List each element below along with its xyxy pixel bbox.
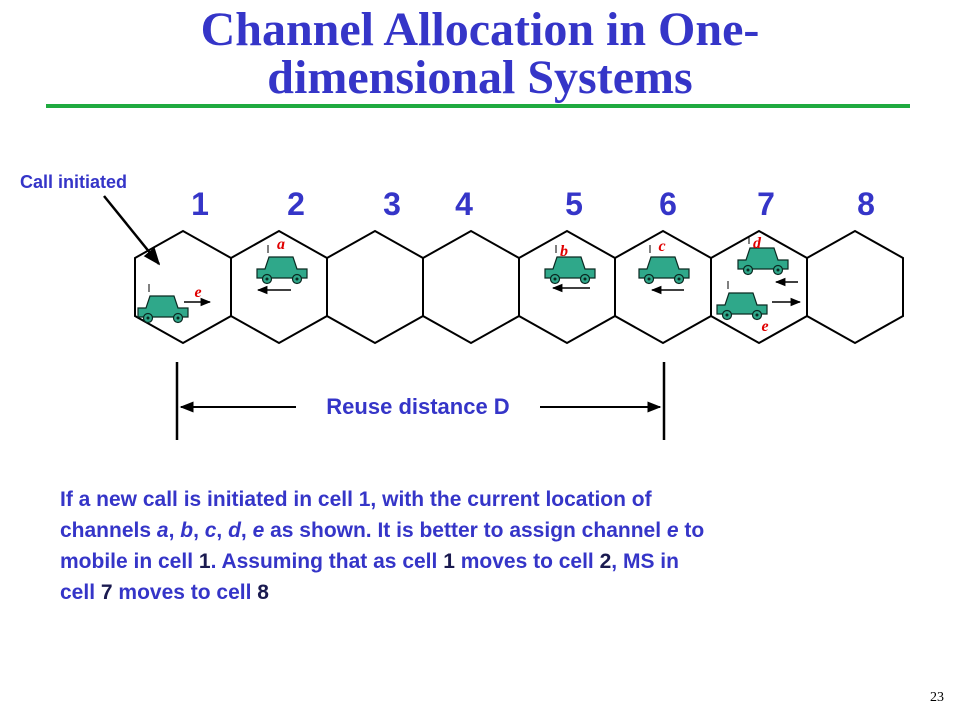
description-line-3: mobile in cell 1. Assuming that as cell … <box>60 550 679 573</box>
channel-label-b: b <box>560 243 568 260</box>
channel-label-e-cell-7: e <box>761 318 769 335</box>
page-number: 23 <box>930 690 944 705</box>
title-line-1: Channel Allocation in One- <box>200 3 760 56</box>
channel-label-e-cell-1: e <box>194 284 202 301</box>
call-pointer-arrow <box>103 195 161 266</box>
mobile-e-cell-1 <box>137 283 189 324</box>
cell-number-4: 4 <box>455 186 473 222</box>
description-line-2: channels a, b, c, d, e as shown. It is b… <box>60 519 705 542</box>
channel-label-c: c <box>658 238 666 255</box>
description-text: If a new call is initiated in cell 1, wi… <box>60 484 920 608</box>
cell-number-7: 7 <box>757 186 775 222</box>
call-initiated-label: Call initiated <box>20 172 128 192</box>
title-underline <box>46 104 910 108</box>
cell-hex-3 <box>326 229 424 345</box>
reuse-distance-label: Reuse distance D <box>296 394 540 420</box>
description-line-4: cell 7 moves to cell 8 <box>60 581 269 604</box>
cell-number-5: 5 <box>565 186 583 222</box>
mobile-e-cell-7 <box>716 280 768 321</box>
cell-number-1: 1 <box>191 186 209 222</box>
description-line-1: If a new call is initiated in cell 1, wi… <box>60 488 652 511</box>
cell-number-3: 3 <box>383 186 401 222</box>
title-line-2: dimensional Systems <box>267 51 693 104</box>
cell-hex-8 <box>806 229 904 345</box>
channel-label-d: d <box>753 235 761 252</box>
cell-hex-4 <box>422 229 520 345</box>
channel-label-a: a <box>277 236 285 253</box>
cell-number-6: 6 <box>659 186 677 222</box>
cell-number-2: 2 <box>287 186 305 222</box>
cell-number-8: 8 <box>857 186 875 222</box>
slide-title: Channel Allocation in One- dimensional S… <box>0 6 960 102</box>
